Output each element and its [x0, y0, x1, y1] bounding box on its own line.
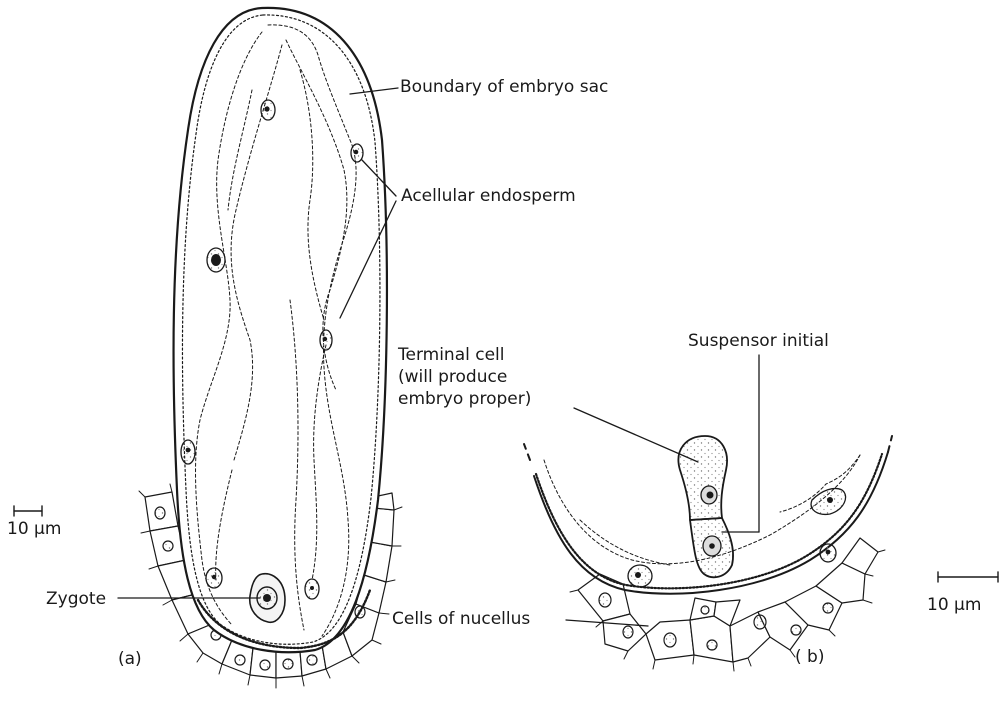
scale-bar-a: [14, 506, 42, 516]
panel-tag-b: ( b): [795, 646, 824, 668]
label-terminal-cell: Terminal cell (will produce embryo prope…: [398, 344, 531, 410]
label-acellular-endosperm: Acellular endosperm: [401, 185, 576, 207]
panel-tag-a: (a): [118, 648, 142, 670]
embryo-sac-boundary: [174, 8, 387, 652]
scale-bar-b: [938, 572, 998, 582]
label-suspensor-initial: Suspensor initial: [688, 330, 829, 352]
scale-bar-label-b: 10 μm: [927, 594, 981, 616]
scale-bar-label-a: 10 μm: [7, 518, 61, 540]
terminal-cell: [678, 436, 727, 520]
label-boundary-of-embryo-sac: Boundary of embryo sac: [400, 76, 608, 98]
label-cells-of-nucellus: Cells of nucellus: [392, 608, 530, 630]
label-zygote: Zygote: [46, 588, 106, 610]
endosperm-nuclei-b: [628, 488, 846, 587]
